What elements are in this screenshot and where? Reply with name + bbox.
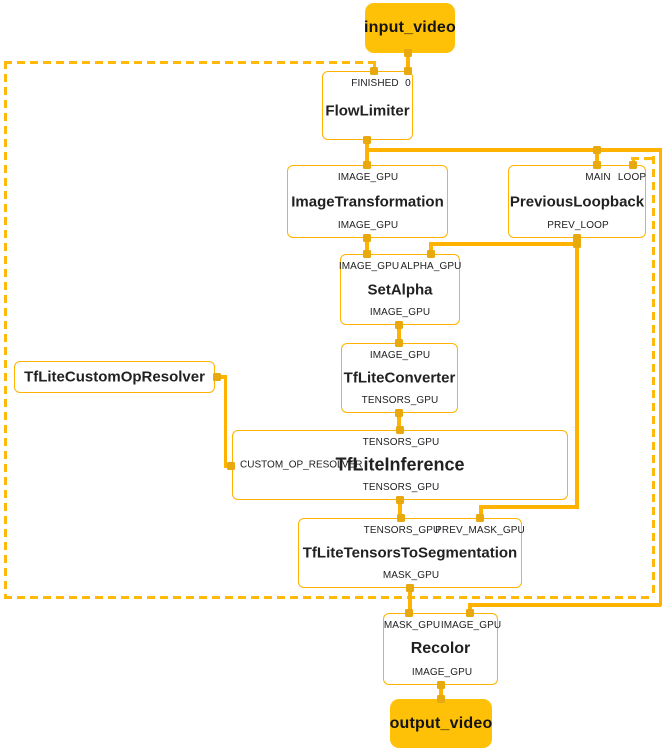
port-label-image-gpu-in: IMAGE_GPU — [337, 172, 399, 183]
node-title: PreviousLoopback — [509, 193, 645, 210]
port-label-image-gpu-out: IMAGE_GPU — [337, 220, 399, 231]
port-label-mask-gpu-out: MASK_GPU — [382, 570, 440, 581]
edge-backedge-right-vertical — [651, 156, 655, 598]
node-title: SetAlpha — [367, 281, 433, 298]
node-title: TfLiteCustomOpResolver — [24, 368, 205, 386]
edge-throttled-right-vertical — [658, 148, 662, 607]
port-inference-opresolver-in — [227, 462, 235, 470]
port-label-tensors-gpu-out: TENSORS_GPU — [362, 482, 440, 493]
port-converter-out — [395, 409, 403, 417]
port-label-finished: FINISHED — [351, 78, 399, 89]
node-flow-limiter[interactable]: FINISHED 0 FlowLimiter — [322, 71, 413, 140]
node-tflite-tensors-to-segmentation[interactable]: TENSORS_GPU PREV_MASK_GPU TfLiteTensorsT… — [298, 518, 525, 588]
port-label-prev-mask-gpu-in: PREV_MASK_GPU — [435, 525, 525, 536]
edge-inputvideo-to-flowlimiter — [406, 53, 410, 72]
port-label-tensors-gpu-in: TENSORS_GPU — [363, 525, 441, 536]
edge-opresolver-out-horizontal — [217, 375, 227, 379]
port-previousloopback-prevloop-out — [573, 234, 581, 242]
port-label-mask-gpu-in: MASK_GPU — [383, 620, 441, 631]
port-label-image-gpu-out: IMAGE_GPU — [369, 307, 431, 318]
port-segmentation-tensors-in — [397, 514, 405, 522]
port-setalpha-out — [395, 321, 403, 329]
node-recolor[interactable]: MASK_GPU IMAGE_GPU Recolor IMAGE_GPU — [383, 613, 502, 685]
edge-backedge-to-finished-stub — [372, 61, 376, 72]
edge-backedge-to-flowlimiter-finished — [4, 60, 374, 64]
node-tflite-custom-op-resolver[interactable]: TfLiteCustomOpResolver — [14, 361, 215, 393]
port-flowlimiter-finished — [370, 67, 378, 75]
port-recolor-image-in — [466, 609, 474, 617]
port-label-tensors-gpu-out: TENSORS_GPU — [361, 395, 439, 406]
port-segmentation-prevmask-in — [476, 514, 484, 522]
node-tflite-converter[interactable]: IMAGE_GPU TfLiteConverter TENSORS_GPU — [341, 343, 458, 413]
node-title: Recolor — [410, 640, 471, 657]
edge-recolor-to-outputvideo — [439, 685, 443, 700]
port-flowlimiter-zero — [404, 67, 412, 75]
port-label-loop: LOOP — [617, 172, 647, 183]
edge-prevloop-vertical — [575, 238, 579, 509]
edge-throttled-main-horizontal — [367, 148, 662, 152]
edge-backedge-left-vertical — [3, 61, 7, 598]
port-label-prev-loop: PREV_LOOP — [547, 220, 609, 231]
edge-prevloop-to-alpha-stub — [429, 242, 433, 255]
port-segmentation-mask-out — [406, 584, 414, 592]
port-setalpha-image-in — [363, 250, 371, 258]
port-inference-tensors-in — [396, 426, 404, 434]
port-flowlimiter-out — [363, 136, 371, 144]
node-title: TfLiteTensorsToSegmentation — [302, 544, 518, 562]
port-inputvideo-out — [404, 49, 412, 57]
edge-flowlimiter-out-vertical — [365, 140, 369, 166]
port-setalpha-alpha-in — [427, 250, 435, 258]
node-tflite-inference[interactable]: TENSORS_GPU CUSTOM_OP_RESOLVER TfLiteInf… — [232, 430, 568, 500]
edge-throttled-to-recolor-stub — [468, 603, 472, 614]
port-label-tensors-gpu-in: TENSORS_GPU — [362, 437, 440, 448]
edge-setalpha-to-converter — [397, 325, 401, 344]
port-previousloopback-loop — [629, 161, 637, 169]
port-label-image-gpu-in: IMAGE_GPU — [338, 261, 400, 272]
node-set-alpha[interactable]: IMAGE_GPU ALPHA_GPU SetAlpha IMAGE_GPU — [338, 254, 462, 325]
edge-prevloop-to-alpha-horizontal — [429, 242, 577, 246]
port-outputvideo-in — [437, 695, 445, 703]
node-previous-loopback[interactable]: MAIN LOOP PreviousLoopback PREV_LOOP — [508, 165, 646, 238]
port-label-image-gpu-out: IMAGE_GPU — [411, 667, 473, 678]
edge-imagetransformation-to-setalpha — [365, 238, 369, 255]
port-label-main: MAIN — [585, 172, 611, 183]
port-opresolver-out — [213, 373, 221, 381]
port-inference-out — [396, 496, 404, 504]
stream-output-video[interactable]: output_video — [390, 699, 492, 748]
node-title: FlowLimiter — [325, 102, 410, 120]
edge-inference-to-segmentation — [398, 500, 402, 519]
edge-throttled-to-main-stub — [595, 150, 599, 166]
junction-main-branch — [593, 146, 601, 154]
edge-prevloop-to-prevmask-stub — [479, 505, 483, 519]
port-recolor-mask-in — [405, 609, 413, 617]
node-title: ImageTransformation — [291, 193, 444, 210]
port-previousloopback-main — [593, 161, 601, 169]
edge-converter-to-inference — [397, 413, 401, 431]
junction-alpha-branch — [573, 240, 581, 248]
node-title: TfLiteConverter — [343, 369, 456, 387]
edge-prevloop-to-prevmask-horizontal — [479, 505, 577, 509]
port-label-image-gpu-in: IMAGE_GPU — [440, 620, 502, 631]
edge-opresolver-vertical — [223, 375, 227, 468]
edge-backedge-to-loop-horizontal — [631, 156, 654, 160]
edge-throttled-to-recolor-horizontal — [468, 603, 661, 607]
edge-backedge-bottom-horizontal — [4, 595, 654, 599]
port-recolor-out — [437, 681, 445, 689]
port-converter-in — [395, 339, 403, 347]
port-label-alpha-gpu-in: ALPHA_GPU — [400, 261, 462, 272]
node-title: TfLiteInference — [335, 454, 465, 475]
node-image-transformation[interactable]: IMAGE_GPU ImageTransformation IMAGE_GPU — [287, 165, 448, 238]
port-label-image-gpu-in: IMAGE_GPU — [369, 350, 431, 361]
port-label-zero: 0 — [405, 78, 411, 89]
port-label-custom-op-resolver: CUSTOM_OP_RESOLVER — [240, 459, 363, 471]
port-imagetransformation-in — [363, 161, 371, 169]
port-imagetransformation-out — [363, 234, 371, 242]
edge-segmentation-to-recolor — [408, 588, 412, 614]
stream-input-video[interactable]: input_video — [364, 3, 456, 53]
